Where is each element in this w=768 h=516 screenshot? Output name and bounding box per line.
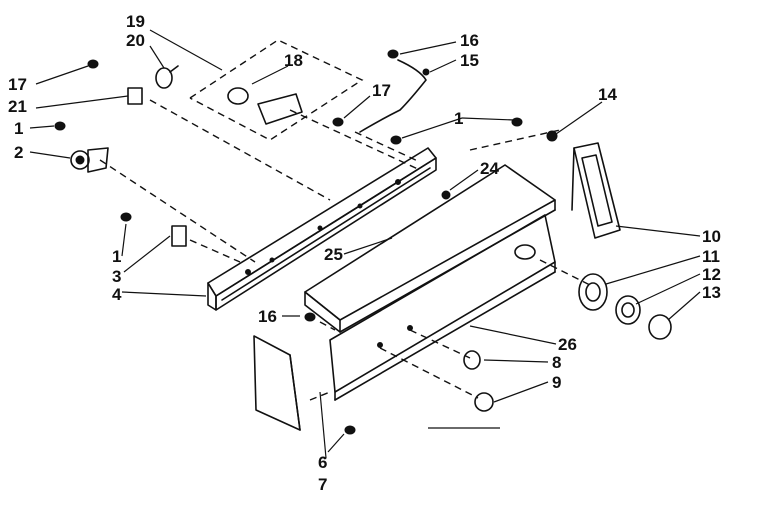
label-6: 6 (318, 453, 327, 472)
small-knobs (463, 350, 494, 412)
label-20: 20 (126, 31, 145, 50)
control-panel-front (329, 214, 556, 401)
alignment-lines (99, 99, 591, 401)
rail-bracket-part (207, 147, 437, 311)
label-1c: 1 (112, 247, 121, 266)
knob-assembly (578, 273, 672, 340)
label-14: 14 (598, 85, 617, 104)
label-12: 12 (702, 265, 721, 284)
end-cap-part (253, 335, 301, 431)
label-8: 8 (552, 353, 561, 372)
label-4: 4 (112, 285, 122, 304)
part-labels: 19 20 18 17 21 1 2 16 15 17 1 14 24 10 1… (8, 12, 721, 494)
label-13: 13 (702, 283, 721, 302)
label-25: 25 (324, 245, 343, 264)
label-7: 7 (318, 475, 327, 494)
leader-lines (29, 29, 701, 459)
label-9: 9 (552, 373, 561, 392)
label-21: 21 (8, 97, 27, 116)
label-24: 24 (480, 159, 499, 178)
label-1a: 1 (14, 119, 23, 138)
label-17a: 17 (8, 75, 27, 94)
switch-housing-part (571, 142, 621, 239)
small-components (70, 59, 430, 247)
label-19: 19 (126, 12, 145, 31)
label-11: 11 (702, 247, 720, 266)
label-15: 15 (460, 51, 479, 70)
label-17b: 17 (372, 81, 391, 100)
label-26: 26 (558, 335, 577, 354)
label-10: 10 (702, 227, 721, 246)
label-3: 3 (112, 267, 121, 286)
dashed-group-box (189, 39, 364, 141)
label-1b: 1 (454, 109, 463, 128)
label-16a: 16 (460, 31, 479, 50)
screws-and-hardware (54, 49, 558, 435)
label-2: 2 (14, 143, 23, 162)
label-16b: 16 (258, 307, 277, 326)
label-18: 18 (284, 51, 303, 70)
